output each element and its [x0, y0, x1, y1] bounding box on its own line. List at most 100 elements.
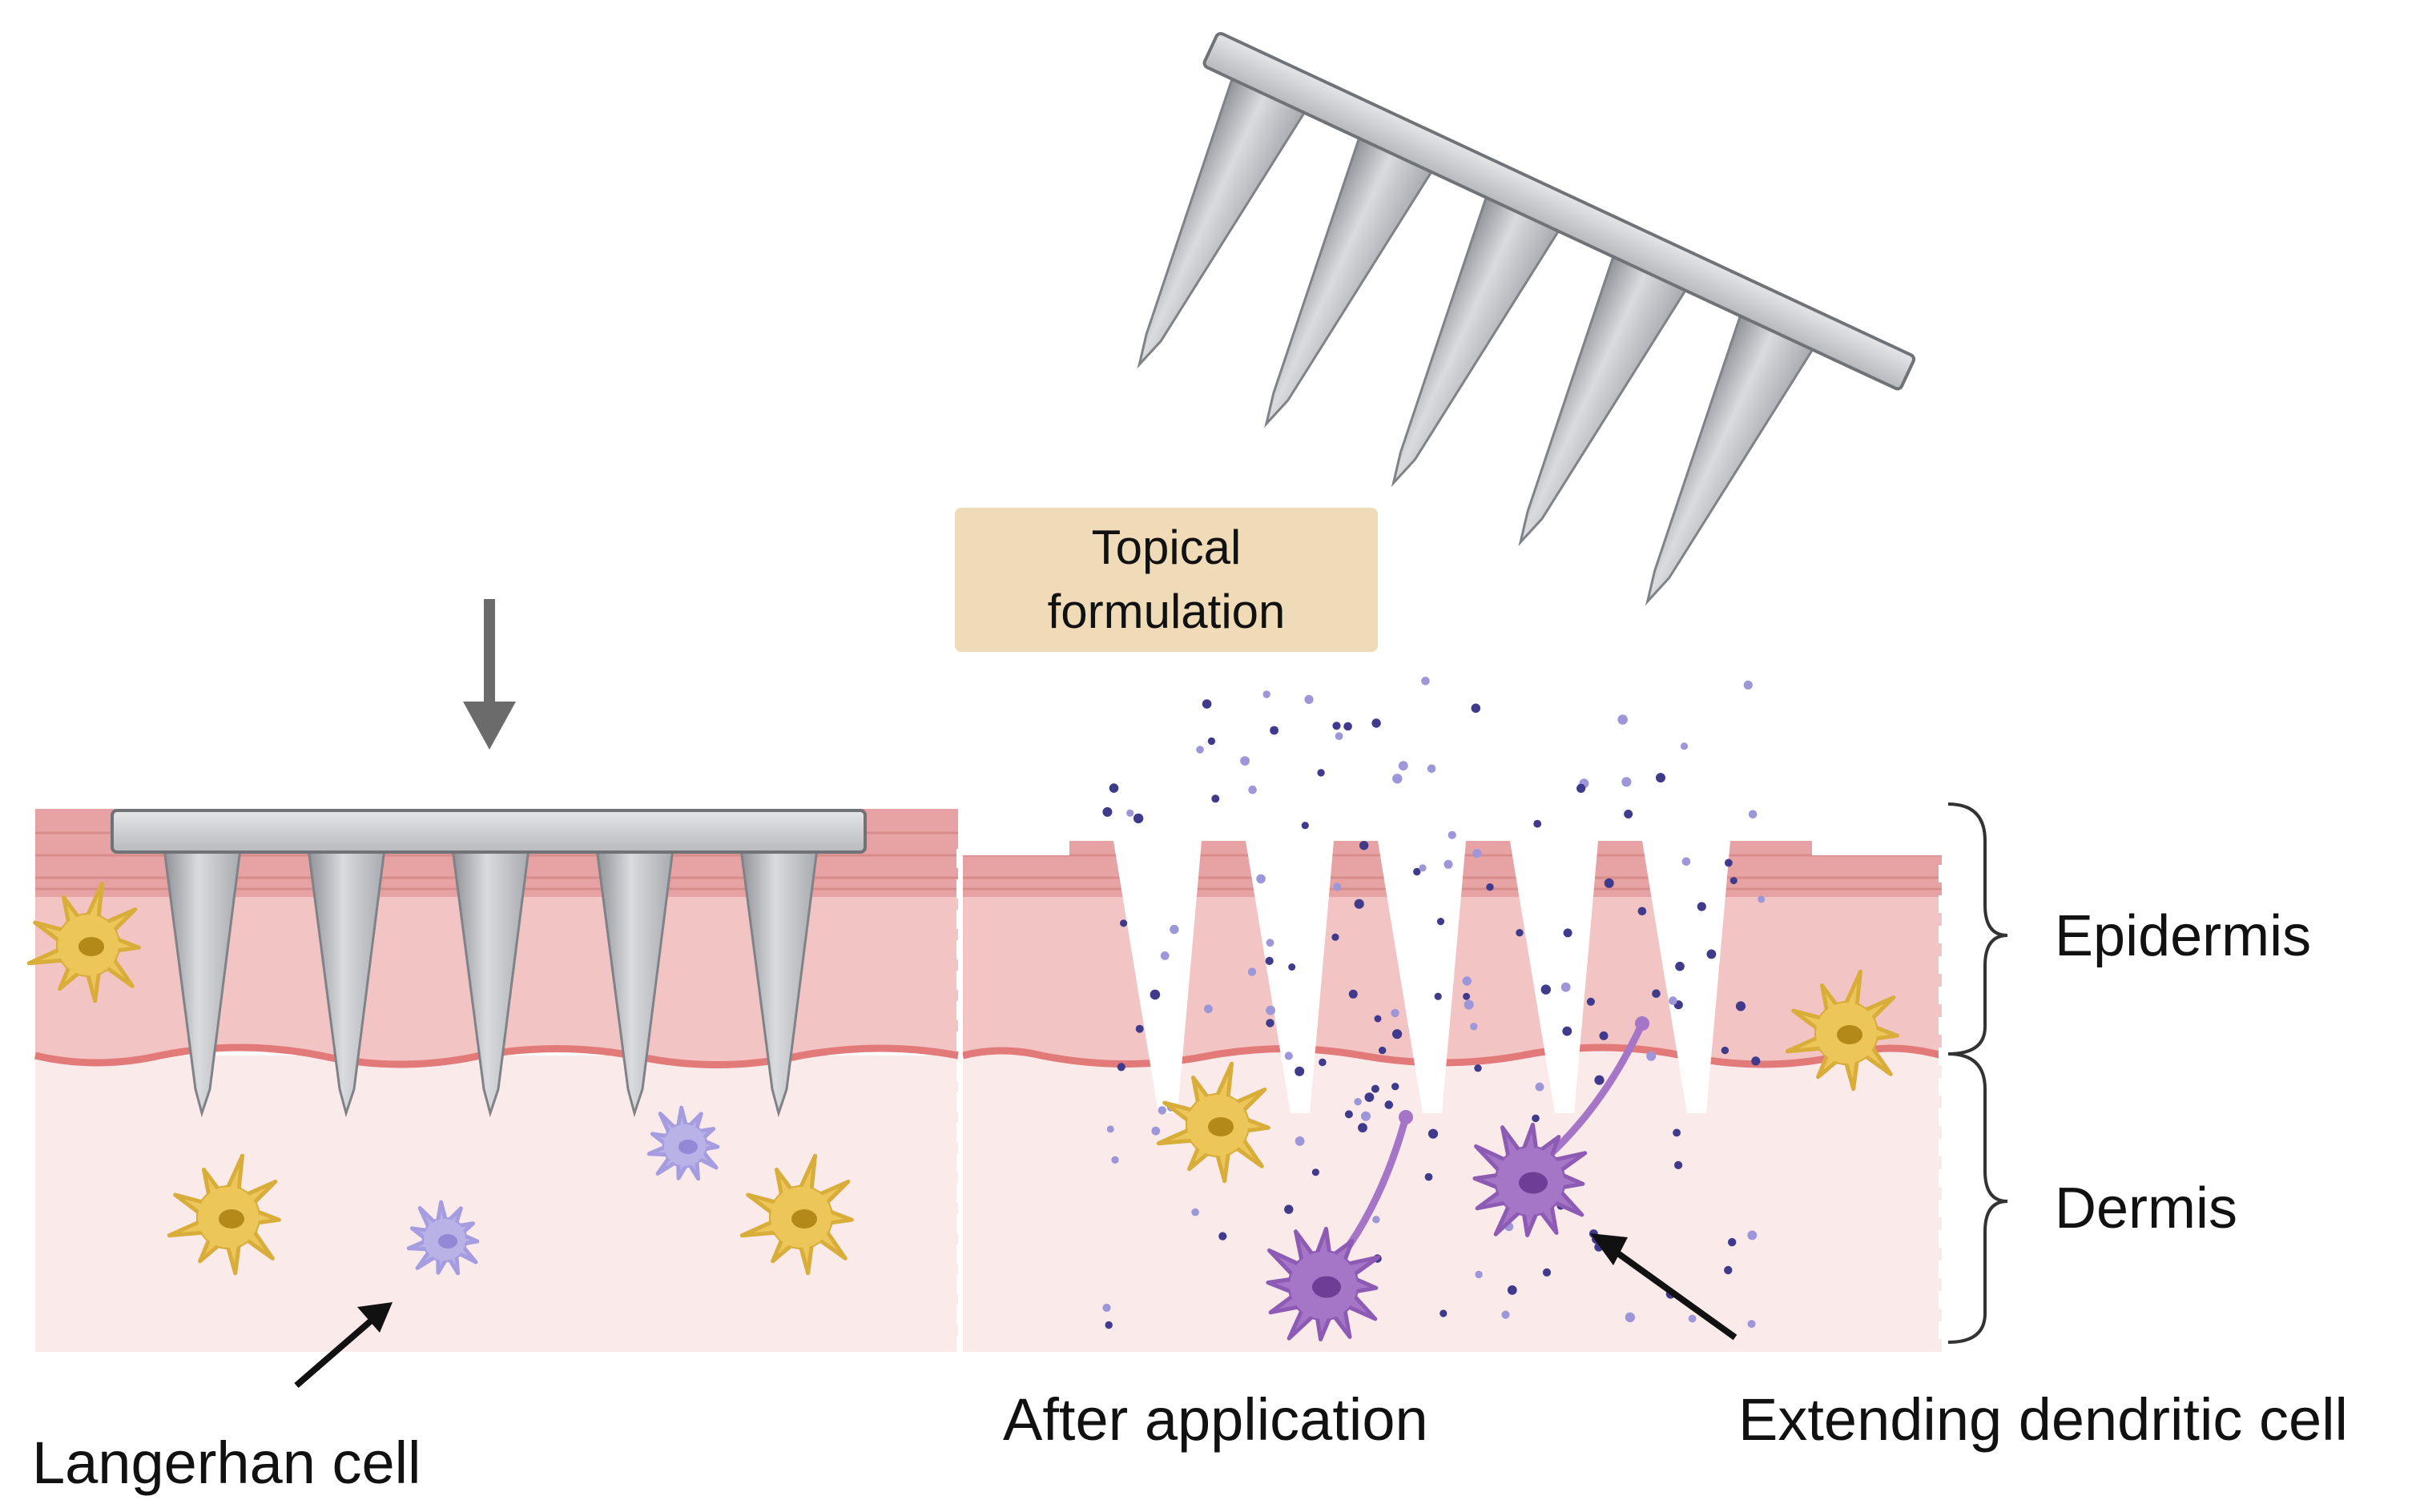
particle — [1735, 1001, 1746, 1011]
particle — [1348, 989, 1358, 999]
particle — [1463, 992, 1471, 1000]
particle — [1675, 961, 1685, 971]
particle — [1440, 1309, 1448, 1317]
particle — [1158, 1106, 1167, 1115]
particle — [1427, 764, 1436, 774]
particle — [1256, 874, 1266, 884]
pointer-arrow-icon — [1590, 1233, 1737, 1341]
particle — [1462, 976, 1472, 986]
particle — [1751, 1056, 1761, 1066]
particle — [1135, 1024, 1144, 1033]
particle — [1354, 1098, 1362, 1106]
particle — [1374, 1015, 1382, 1023]
particle — [1748, 810, 1758, 819]
particle — [1379, 1046, 1387, 1055]
particle — [1464, 999, 1474, 1010]
particle — [1392, 774, 1403, 784]
particle — [1240, 756, 1250, 766]
particle — [1207, 737, 1216, 746]
langerhan-cell-label: Langerhan cell — [32, 1430, 421, 1496]
particle — [1371, 718, 1381, 728]
particle — [1617, 714, 1628, 725]
particle — [1391, 1083, 1399, 1091]
particle — [1637, 907, 1647, 916]
particle — [1317, 769, 1325, 777]
particle — [1625, 1312, 1636, 1323]
particle — [1335, 732, 1343, 741]
particle — [1652, 989, 1661, 998]
particle — [1319, 1058, 1327, 1067]
particle — [1247, 967, 1257, 976]
particle — [1284, 1204, 1294, 1214]
particle — [1191, 1208, 1199, 1216]
particle — [1202, 699, 1212, 709]
particle — [1474, 1064, 1482, 1072]
after-application-label: After application — [1003, 1386, 1428, 1453]
topical-formulation-label: Topical formulation — [955, 508, 1378, 652]
particle — [1501, 1310, 1510, 1319]
particle — [1126, 809, 1134, 817]
particle — [1358, 1123, 1367, 1133]
particle — [1470, 1023, 1478, 1031]
particle — [1311, 1168, 1319, 1176]
particle — [1475, 1270, 1483, 1279]
particle — [1301, 822, 1309, 830]
particle — [1160, 951, 1170, 960]
particle — [1359, 841, 1369, 850]
removed-needles — [1137, 75, 1815, 606]
topical-line-2: formulation — [1047, 585, 1286, 638]
immune-cell-icon — [646, 1105, 720, 1181]
particle — [1262, 690, 1270, 698]
particle — [1372, 1216, 1380, 1224]
particle — [1724, 1265, 1733, 1275]
particle — [1120, 919, 1128, 927]
needle-holes — [1113, 841, 1730, 1113]
langerhans-cell-icon — [26, 881, 141, 1003]
particle — [1419, 864, 1427, 872]
particle — [1471, 703, 1481, 714]
particle — [1392, 1029, 1403, 1040]
particle — [1624, 810, 1633, 818]
particle — [1105, 1321, 1113, 1329]
particle — [1680, 742, 1689, 750]
particle — [1516, 929, 1524, 937]
particle — [1398, 761, 1408, 771]
particle — [1204, 1004, 1213, 1014]
particle — [1295, 1066, 1305, 1076]
particle — [1391, 1008, 1399, 1018]
particle — [1270, 726, 1278, 735]
langerhans-cell-icon — [167, 1153, 281, 1276]
particle — [1448, 830, 1456, 839]
particle — [1427, 1128, 1439, 1139]
particle — [1196, 746, 1204, 754]
particle — [1646, 1051, 1657, 1061]
particle — [1542, 1268, 1552, 1277]
skin-right — [963, 833, 1942, 1352]
particle — [1284, 1052, 1293, 1060]
particle — [1364, 1092, 1375, 1102]
particle — [1266, 1005, 1275, 1015]
particle — [1444, 859, 1453, 869]
particle — [1697, 902, 1706, 911]
particle — [1265, 956, 1274, 965]
pointer-arrow-icon — [294, 1302, 393, 1389]
particle — [1688, 1314, 1697, 1323]
particle — [1333, 883, 1342, 891]
particle — [1331, 933, 1339, 941]
particle — [1133, 813, 1144, 824]
particle — [1150, 989, 1161, 1000]
particle — [1728, 1237, 1737, 1247]
dendritic-cell-icon — [1266, 1226, 1381, 1341]
immune-cell-icon — [406, 1200, 480, 1276]
particle — [1266, 939, 1274, 947]
particle — [1563, 928, 1572, 938]
particle — [1674, 1160, 1683, 1169]
particle — [1332, 722, 1341, 730]
topical-line-1: Topical — [1091, 521, 1242, 574]
particle — [1170, 924, 1179, 935]
particle — [1576, 783, 1586, 794]
particle — [1532, 1114, 1540, 1123]
extending-dendritic-cell-label: Extending dendritic cell — [1738, 1386, 2348, 1453]
particle — [1421, 677, 1430, 686]
